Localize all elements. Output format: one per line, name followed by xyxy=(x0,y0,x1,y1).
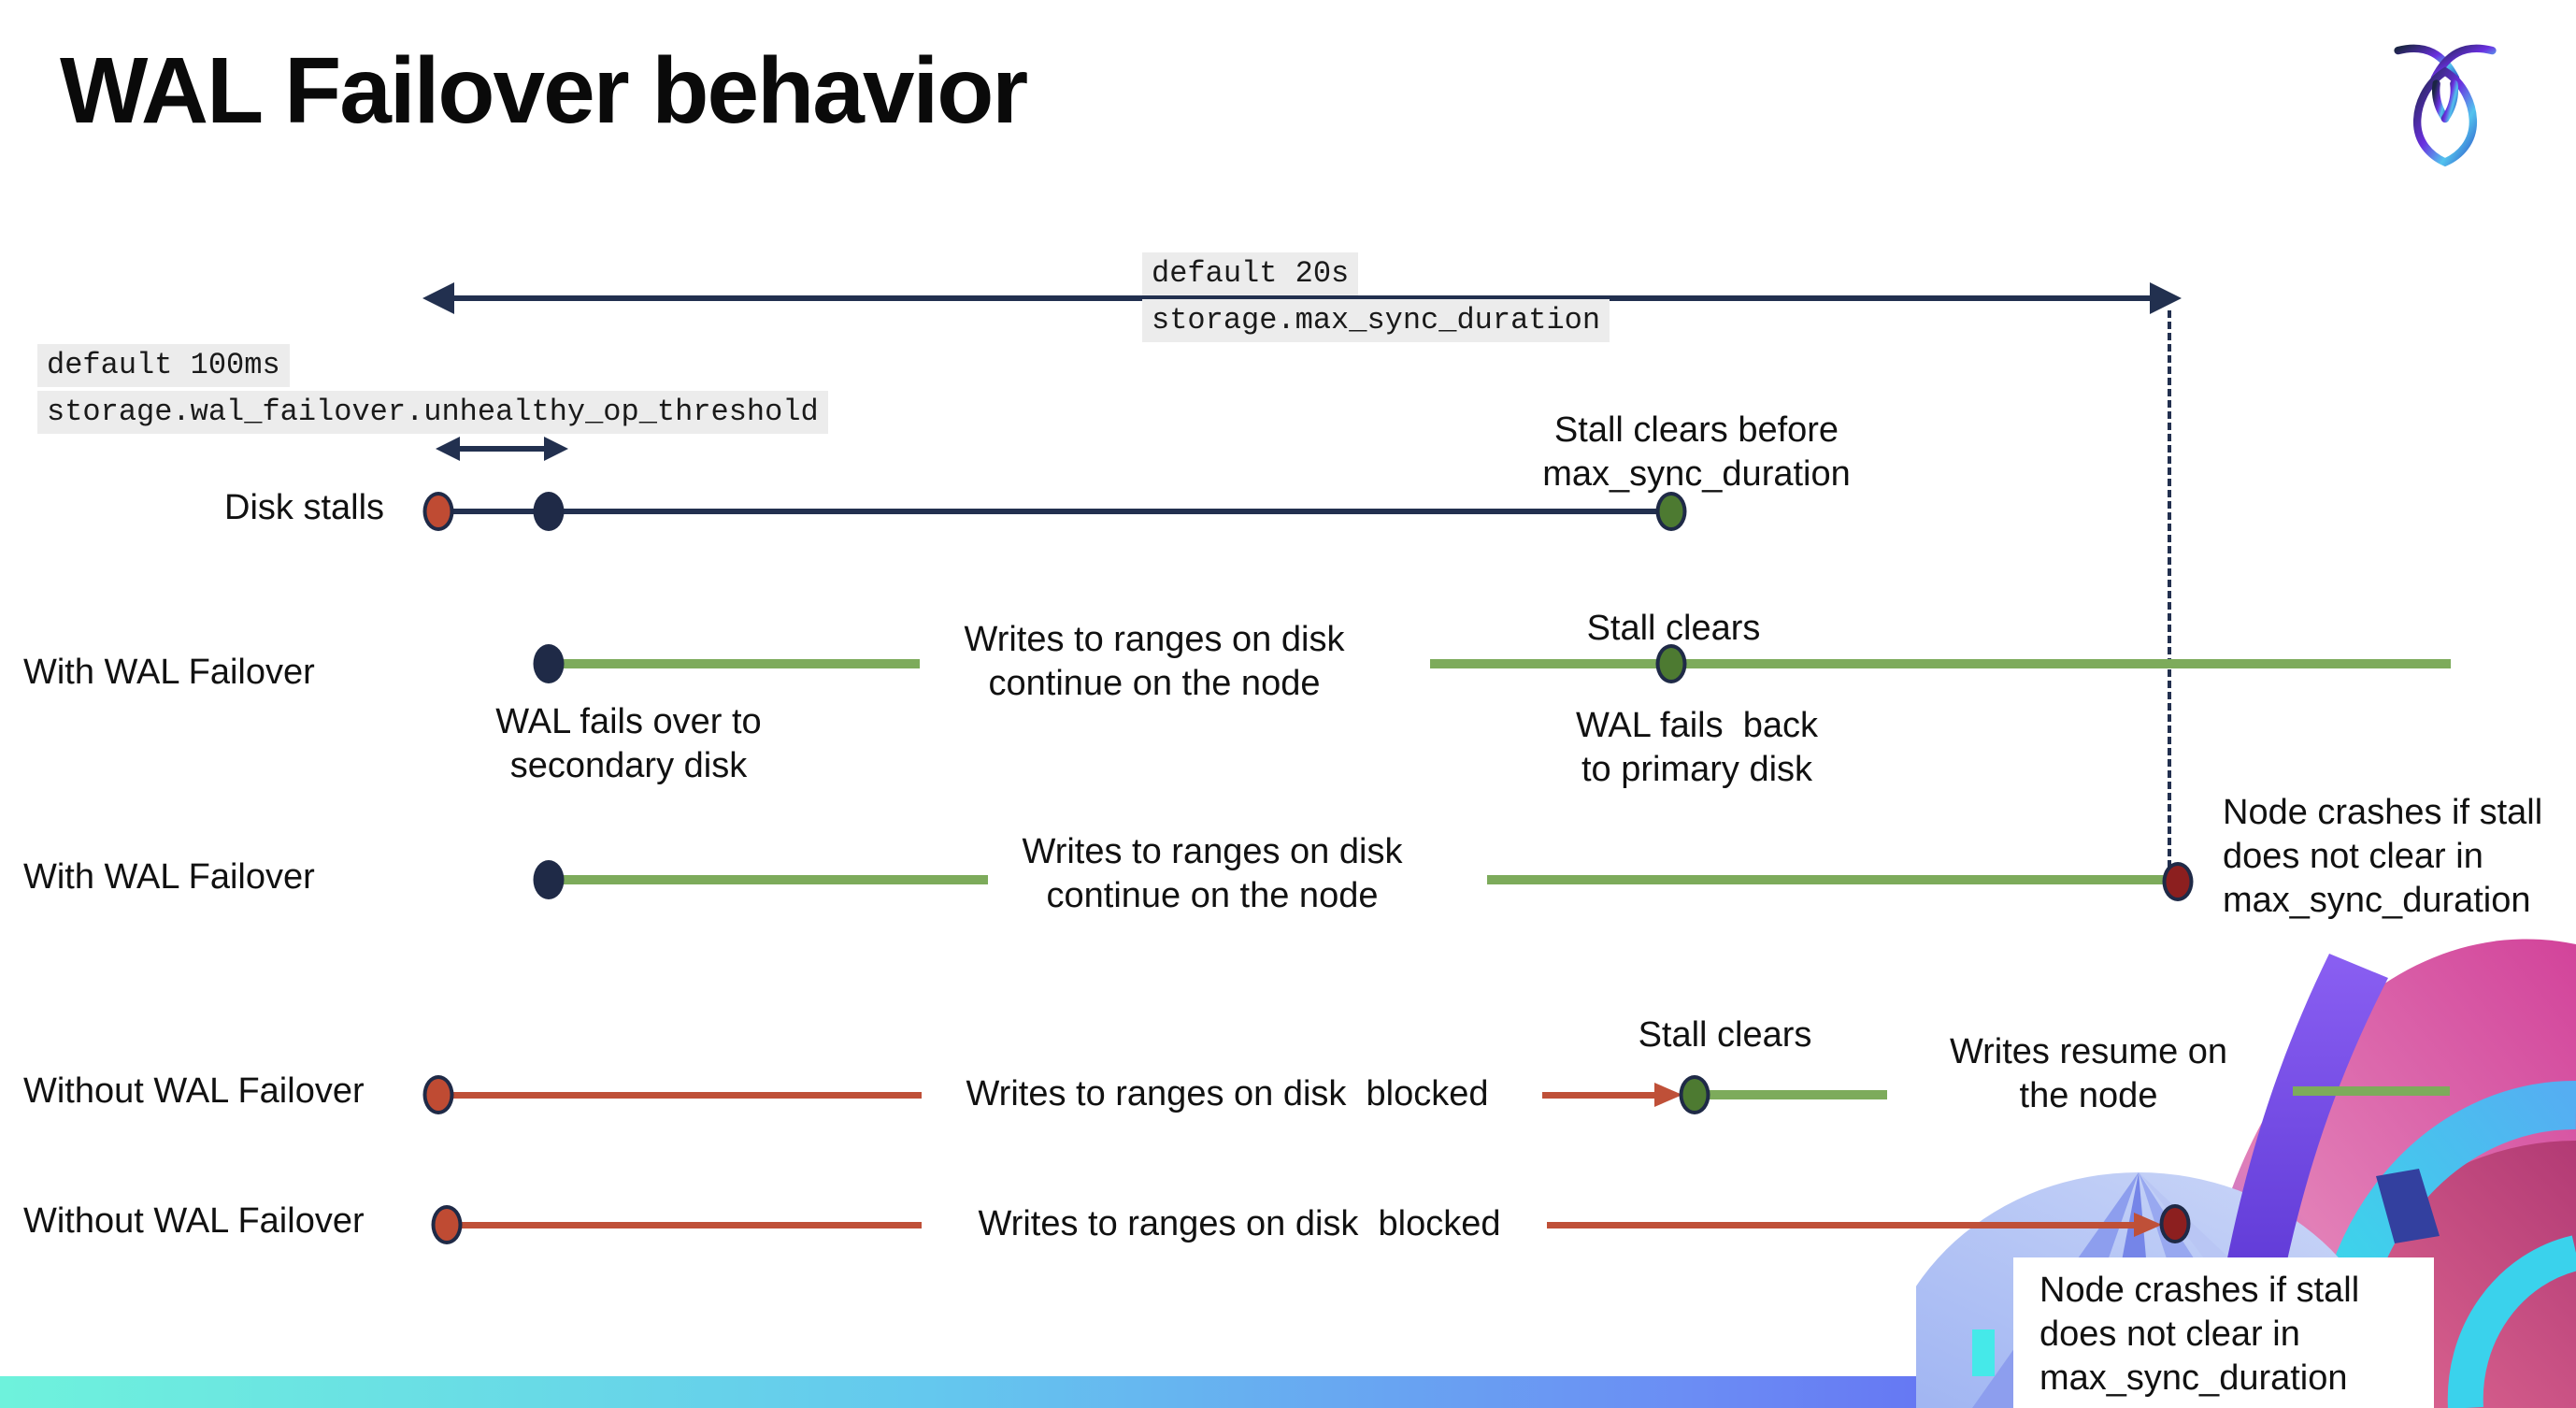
row-label-with-wal-failover-2: With WAL Failover xyxy=(23,857,315,897)
node-crashes-note: Node crashes if stall does not clear in … xyxy=(2039,1271,2360,1398)
writes-blocked-line xyxy=(447,1222,922,1228)
writes-resume-note: Writes resume on the node xyxy=(1949,1032,2228,1115)
row-label-without-wal-failover-2: Without WAL Failover xyxy=(23,1201,365,1241)
max-sync-duration-drop-line xyxy=(2168,310,2171,868)
stall-start-dot xyxy=(422,1075,454,1114)
row-label-without-wal-failover-1: Without WAL Failover xyxy=(23,1071,365,1111)
failover-dot xyxy=(533,644,565,683)
threshold-arrow-line xyxy=(452,446,544,452)
stall-clears-before-note: Stall clears before max_sync_duration xyxy=(1542,410,1851,494)
writes-resume-line xyxy=(1708,1090,1887,1099)
stall-clears-dot xyxy=(1655,492,1687,531)
node-crashes-note: Node crashes if stall does not clear in … xyxy=(2223,793,2543,920)
writes-blocked-note: Writes to ranges on disk blocked xyxy=(978,1204,1501,1243)
wal-fails-back-note: WAL fails back to primary disk xyxy=(1575,706,1819,789)
writes-blocked-note: Writes to ranges on disk blocked xyxy=(966,1074,1489,1113)
row-label-with-wal-failover-1: With WAL Failover xyxy=(23,653,315,692)
wal-fails-over-note: WAL fails over to secondary disk xyxy=(495,702,762,785)
max-sync-duration-arrow-line xyxy=(439,295,2170,301)
writes-blocked-line xyxy=(438,1092,922,1099)
setting-name: storage.wal_failover.unhealthy_op_thresh… xyxy=(37,391,828,434)
arrow-right-icon xyxy=(1654,1083,1682,1107)
arrow-right-icon xyxy=(544,437,568,461)
arrow-right-icon xyxy=(2134,1213,2162,1237)
failover-threshold-dot xyxy=(533,492,565,531)
writes-blocked-line xyxy=(1547,1222,2136,1228)
setting-name: storage.max_sync_duration xyxy=(1142,299,1610,342)
node-crash-note-box: Node crashes if stall does not clear in … xyxy=(2013,1257,2434,1408)
writes-blocked-line xyxy=(1542,1092,1660,1099)
writes-continue-line xyxy=(549,659,920,668)
disk-stall-timeline xyxy=(438,509,1671,514)
writes-continue-note: Writes to ranges on disk continue on the… xyxy=(1022,832,1403,915)
node-crash-dot xyxy=(2159,1204,2191,1243)
stall-clears-dot xyxy=(1655,644,1687,683)
writes-continue-line xyxy=(1430,659,2451,668)
stall-start-dot xyxy=(422,492,454,531)
max-sync-duration-setting-label: default 20s storage.max_sync_duration xyxy=(1142,252,1610,346)
stall-clears-note: Stall clears xyxy=(1586,609,1761,648)
writes-resume-line xyxy=(2293,1086,2450,1096)
node-crash-dot xyxy=(2162,862,2194,901)
arrow-left-icon xyxy=(436,437,460,461)
arrow-left-icon xyxy=(422,282,454,314)
setting-default-value: default 20s xyxy=(1142,252,1359,295)
stall-clears-dot xyxy=(1679,1075,1710,1114)
cockroachdb-logo-icon xyxy=(2394,44,2497,167)
stall-start-dot xyxy=(431,1205,463,1244)
page-title: WAL Failover behavior xyxy=(60,38,1028,143)
row-label-disk-stalls: Disk stalls xyxy=(224,488,385,527)
arrow-right-icon xyxy=(2150,282,2182,314)
unhealthy-op-threshold-setting-label: default 100ms storage.wal_failover.unhea… xyxy=(37,344,828,438)
failover-dot xyxy=(533,860,565,899)
writes-continue-line xyxy=(549,875,988,884)
stall-clears-note: Stall clears xyxy=(1638,1015,1812,1055)
setting-default-value: default 100ms xyxy=(37,344,290,387)
writes-continue-line xyxy=(1487,875,2167,884)
writes-continue-note: Writes to ranges on disk continue on the… xyxy=(964,620,1345,703)
